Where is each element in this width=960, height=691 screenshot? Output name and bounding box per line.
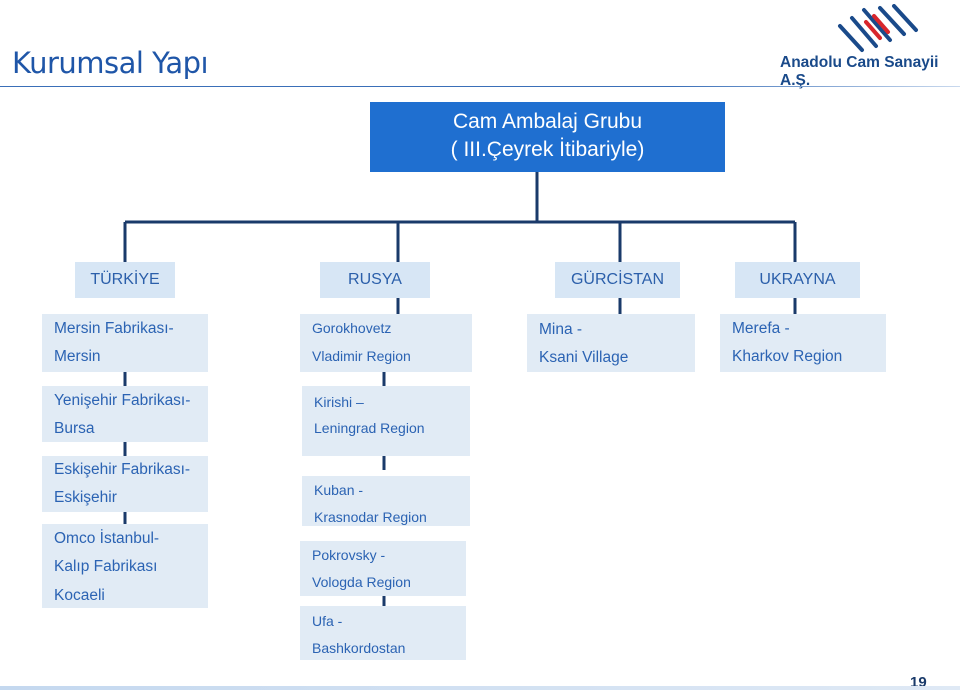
header-divider xyxy=(0,86,960,87)
company-name: Anadolu Cam Sanayii A.Ş. xyxy=(780,54,939,89)
plant-name: Pokrovsky - xyxy=(312,547,386,563)
plant-mersin: Mersin Fabrikası- Mersin xyxy=(42,314,208,372)
plant-location: Kocaeli xyxy=(54,587,105,604)
plant-location: Bursa xyxy=(54,420,95,437)
plant-location: Bashkordostan xyxy=(312,640,406,656)
company-logo-icon xyxy=(838,4,918,52)
plant-location: Kharkov Region xyxy=(732,348,843,365)
plant-name: Omco İstanbul- xyxy=(54,530,160,547)
plant-name: Merefa - xyxy=(732,320,790,337)
plant-name: Gorokhovetz xyxy=(312,320,392,336)
root-subtitle: ( III.Çeyrek İtibariyle) xyxy=(450,138,645,161)
plant-name: Kuban - xyxy=(314,482,364,498)
plant-name: Eskişehir Fabrikası- xyxy=(54,461,191,478)
country-georgia: GÜRCİSTAN xyxy=(555,262,680,298)
plant-yenisehir: Yenişehir Fabrikası- Bursa xyxy=(42,386,208,442)
footer-bar xyxy=(0,686,960,690)
root-node: Cam Ambalaj Grubu ( III.Çeyrek İtibariyl… xyxy=(370,102,725,172)
plant-location: Leningrad Region xyxy=(314,420,425,436)
plant-merefa: Merefa - Kharkov Region xyxy=(720,314,886,372)
plant-name: Ufa - xyxy=(312,613,343,629)
country-russia: RUSYA xyxy=(320,262,430,298)
plant-name: Yenişehir Fabrikası- xyxy=(54,392,191,409)
plant-location: Ksani Village xyxy=(539,349,629,366)
plant-eskisehir: Eskişehir Fabrikası- Eskişehir xyxy=(42,456,208,512)
country-turkey: TÜRKİYE xyxy=(75,262,175,298)
plant-pokrovsky: Pokrovsky - Vologda Region xyxy=(300,541,466,596)
plant-mina: Mina - Ksani Village xyxy=(527,314,695,372)
root-title: Cam Ambalaj Grubu xyxy=(452,110,643,133)
plant-name: Mersin Fabrikası- xyxy=(54,320,174,337)
plant-location: Vologda Region xyxy=(312,574,411,590)
plant-type: Kalıp Fabrikası xyxy=(54,558,158,575)
plant-location: Krasnodar Region xyxy=(314,509,427,525)
plant-ufa: Ufa - Bashkordostan xyxy=(300,606,466,660)
plant-omco: Omco İstanbul- Kalıp Fabrikası Kocaeli xyxy=(42,524,208,608)
page-title: Kurumsal Yapı xyxy=(12,46,209,80)
plant-name: Mina - xyxy=(539,321,583,338)
plant-kuban: Kuban - Krasnodar Region xyxy=(302,476,470,526)
plant-kirishi: Kirishi – Leningrad Region xyxy=(302,386,470,456)
plant-location: Eskişehir xyxy=(54,489,117,506)
plant-location: Mersin xyxy=(54,348,101,365)
plant-location: Vladimir Region xyxy=(312,348,411,364)
plant-gorokhovetz: Gorokhovetz Vladimir Region xyxy=(300,314,472,372)
country-ukraine: UKRAYNA xyxy=(735,262,860,298)
plant-name: Kirishi – xyxy=(314,394,364,410)
